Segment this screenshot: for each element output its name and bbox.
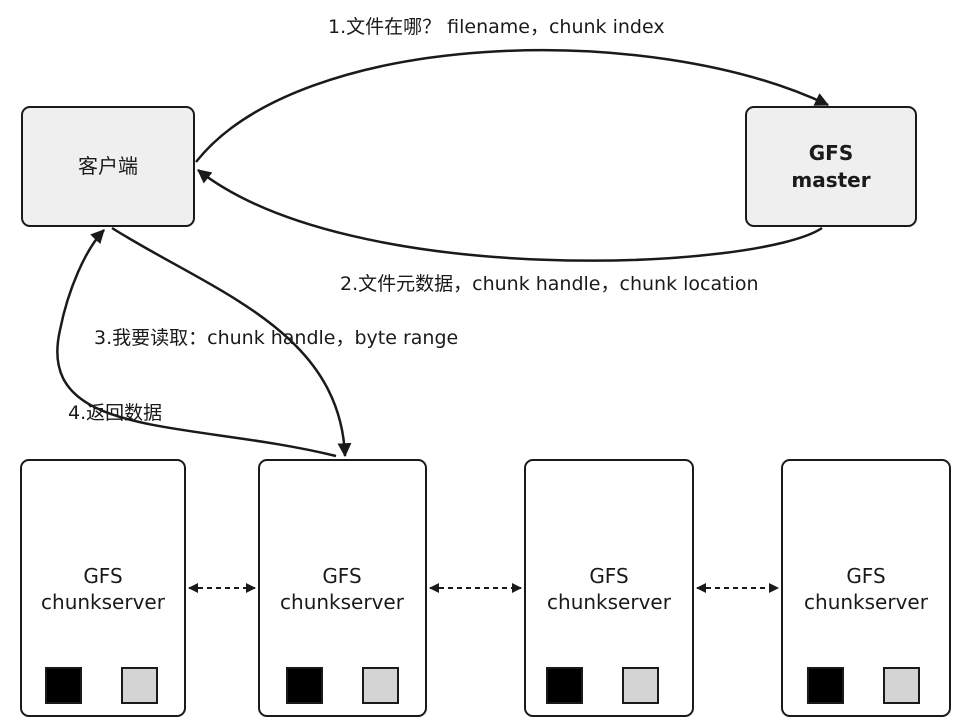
chunk-block-dark: [546, 667, 583, 704]
chunk-block-light: [121, 667, 158, 704]
step1-label: 1.文件在哪？ filename，chunk index: [328, 16, 665, 38]
chunkserver-label-line2: chunkserver: [280, 590, 405, 614]
chunk-block-dark: [45, 667, 82, 704]
master-label-line1: GFS: [809, 141, 853, 165]
client-box: [21, 106, 195, 227]
chunkserver-box: [258, 459, 427, 717]
chunkserver-label-line1: GFS: [589, 564, 628, 588]
chunkserver-node: GFS chunkserver: [20, 459, 186, 717]
chunkserver-box: [524, 459, 694, 717]
step2-label: 2.文件元数据，chunk handle，chunk location: [340, 273, 759, 295]
chunkserver-node: GFS chunkserver: [258, 459, 427, 717]
master-label-line2: master: [791, 168, 870, 192]
chunk-block-light: [362, 667, 399, 704]
chunkserver-label-line2: chunkserver: [41, 590, 166, 614]
chunkserver-box: [781, 459, 951, 717]
chunkserver-label-line1: GFS: [846, 564, 885, 588]
master-box: [745, 106, 917, 227]
chunkserver-label-line1: GFS: [322, 564, 361, 588]
read-arrow-step3: [111, 226, 352, 458]
response-arrow-step2: [197, 169, 823, 262]
chunkserver-box: [20, 459, 186, 717]
chunk-block-dark: [286, 667, 323, 704]
chunk-block-light: [622, 667, 659, 704]
step3-label: 3.我要读取：chunk handle，byte range: [94, 327, 458, 349]
chunkserver-label-line2: chunkserver: [547, 590, 672, 614]
chunkserver-node: GFS chunkserver: [781, 459, 951, 717]
chunkserver-label-line2: chunkserver: [804, 590, 929, 614]
chunk-block-light: [883, 667, 920, 704]
chunkserver-node: GFS chunkserver: [524, 459, 694, 717]
client-label: 客户端: [78, 154, 138, 178]
request-arrow-step1: [195, 48, 830, 163]
client-node: 客户端: [21, 106, 195, 227]
master-node: GFS master: [745, 106, 917, 227]
step4-label: 4.返回数据: [68, 402, 162, 424]
return-arrow-step4: [56, 229, 337, 458]
chunk-block-dark: [807, 667, 844, 704]
chunkserver-label-line1: GFS: [83, 564, 122, 588]
